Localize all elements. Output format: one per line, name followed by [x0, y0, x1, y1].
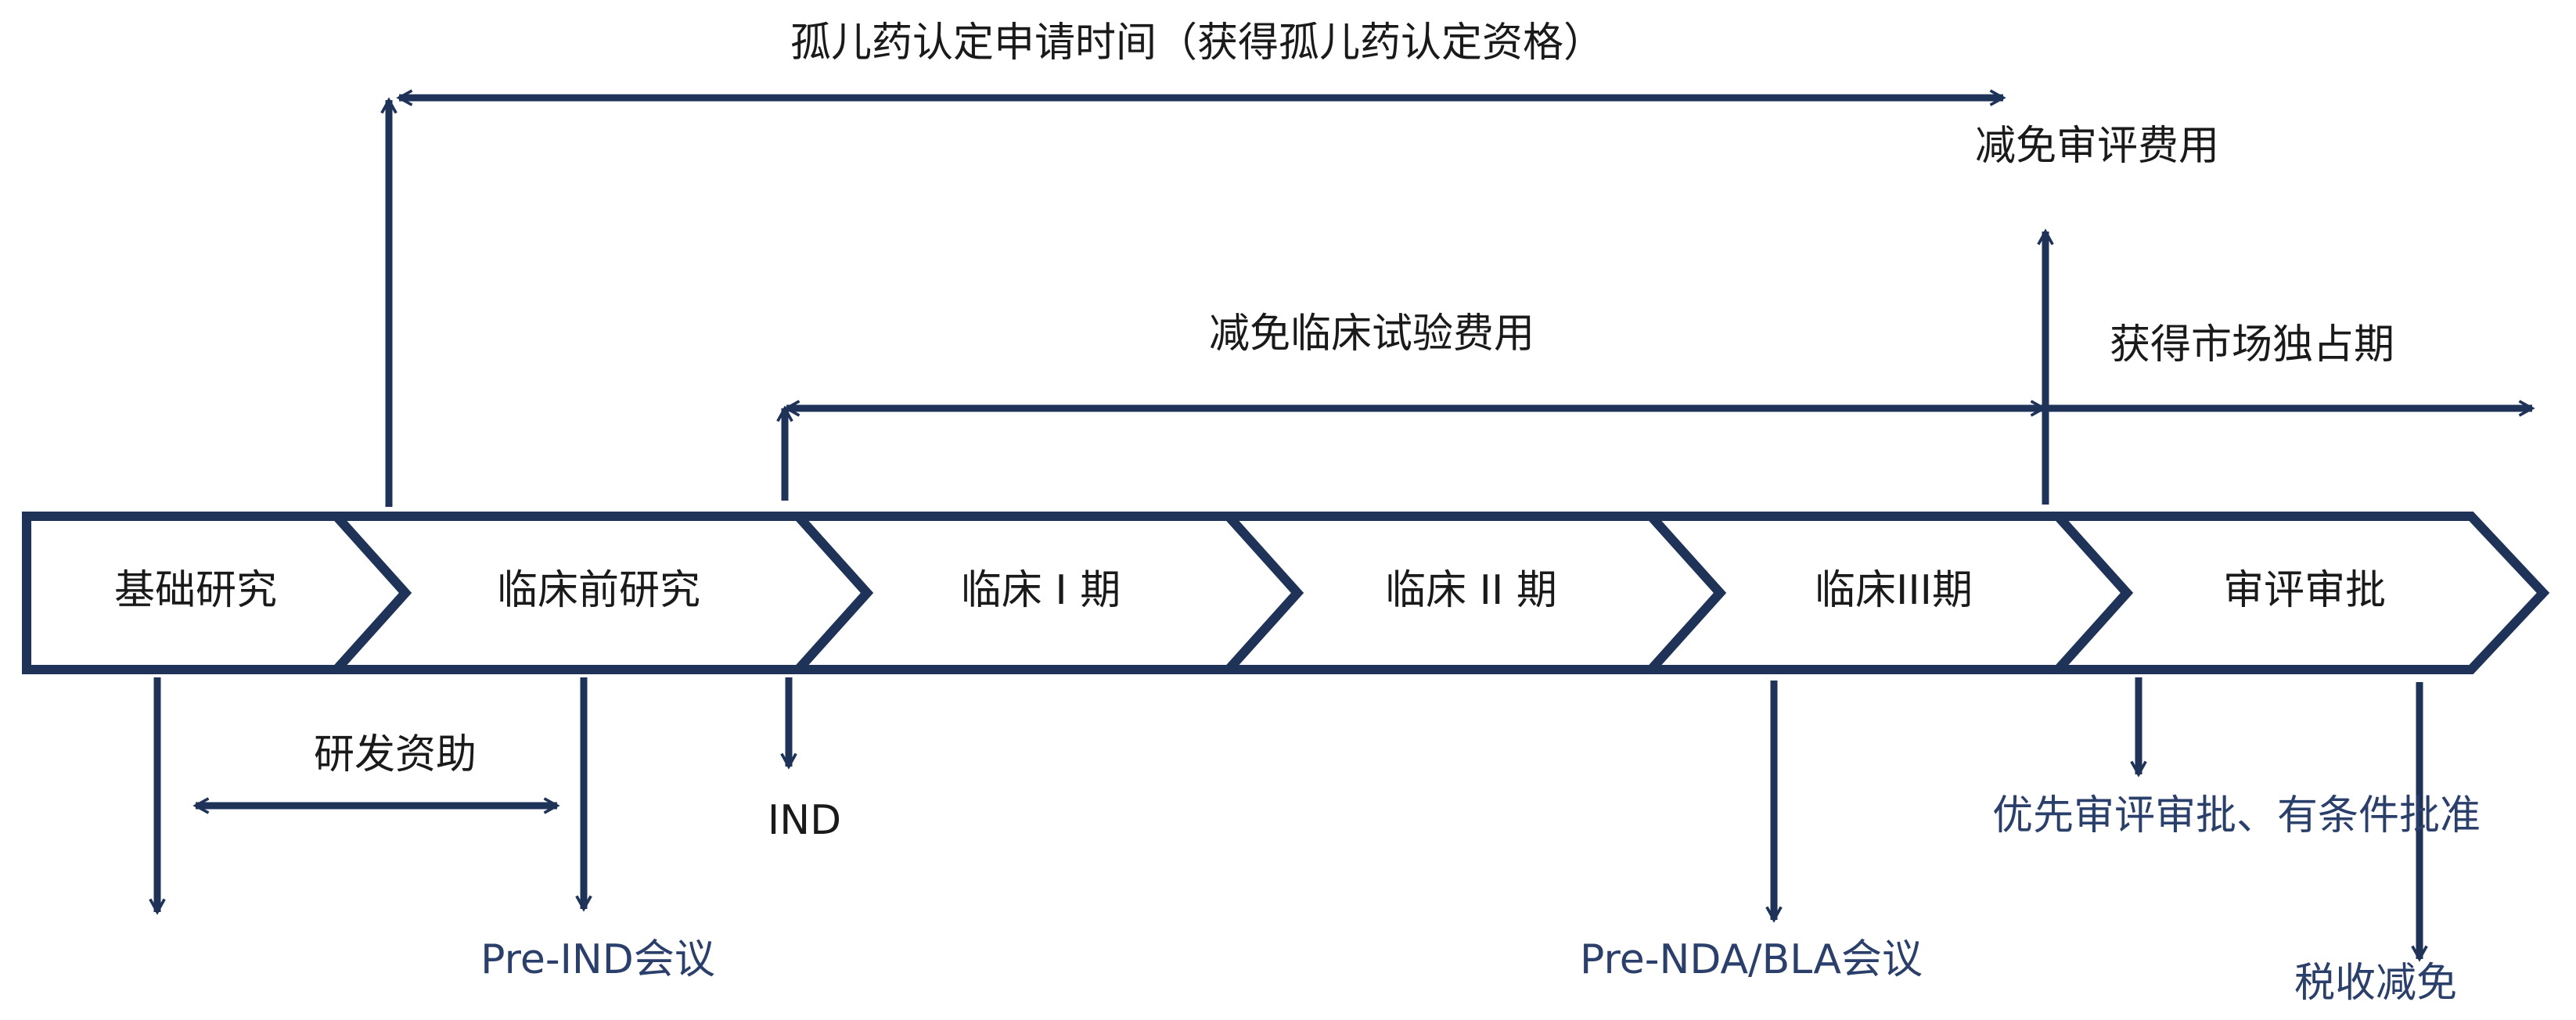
- label-orphan-designation: 孤儿药认定申请时间（获得孤儿药认定资格）: [790, 20, 1604, 66]
- stage-band: [22, 512, 2550, 674]
- label-review-fee-waiver: 减免审评费用: [1975, 123, 2219, 170]
- label-ind: IND: [768, 797, 841, 844]
- label-market-exclusivity: 获得市场独占期: [2110, 321, 2394, 368]
- stage-label-preclinical: 临床前研究: [497, 567, 700, 614]
- label-pre-ind-meeting: Pre-IND会议: [480, 936, 715, 983]
- label-tax-relief: 税收减免: [2294, 960, 2457, 1007]
- label-priority-review: 优先审评审批、有条件批准: [1992, 792, 2481, 839]
- label-pre-nda-bla-meeting: Pre-NDA/BLA会议: [1580, 936, 1923, 983]
- stage-label-phase1: 临床 I 期: [961, 567, 1121, 614]
- stage-label-phase2: 临床 II 期: [1385, 567, 1557, 614]
- stage-label-basic-research: 基础研究: [114, 567, 277, 614]
- stage-label-phase3: 临床III期: [1815, 567, 1973, 614]
- label-rd-funding: 研发资助: [314, 731, 477, 778]
- stage-shape-review: [2047, 512, 2550, 674]
- stage-label-review: 审评审批: [2223, 567, 2386, 614]
- label-clinical-trial-fee-waiver: 减免临床试验费用: [1209, 311, 1534, 357]
